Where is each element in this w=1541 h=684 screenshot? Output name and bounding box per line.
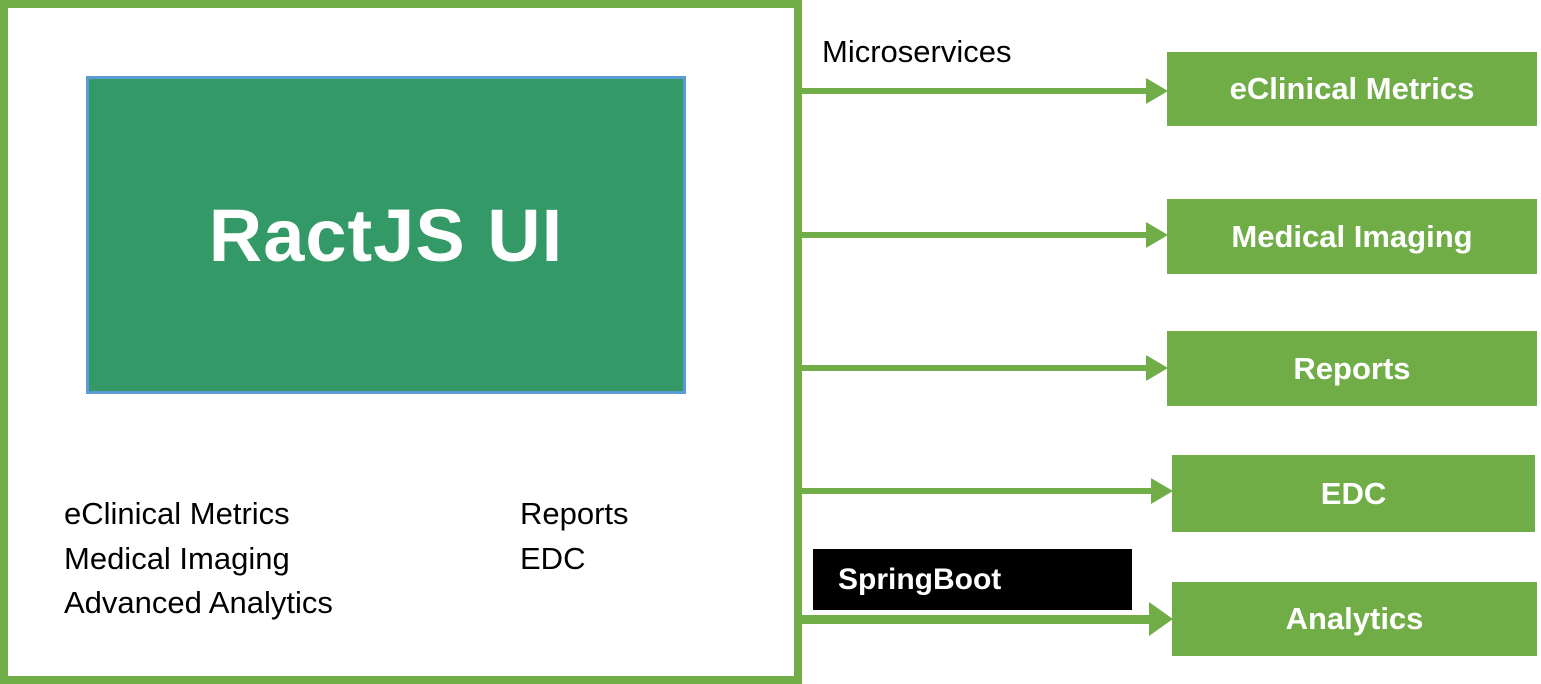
service-box-edc: EDC — [1172, 455, 1535, 532]
arrow-shaft — [796, 232, 1148, 238]
arrow-to-medical-imaging — [796, 222, 1168, 248]
module-list-column-1: eClinical Metrics Medical Imaging Advanc… — [64, 492, 333, 626]
service-label: Analytics — [1285, 601, 1424, 636]
service-box-medical-imaging: Medical Imaging — [1167, 199, 1537, 274]
ractjs-ui-box: RactJS UI — [86, 76, 686, 394]
service-label: eClinical Metrics — [1229, 71, 1475, 106]
frontend-container: RactJS UI eClinical Metrics Medical Imag… — [0, 0, 802, 684]
arrow-shaft — [796, 615, 1151, 624]
service-label: EDC — [1320, 475, 1387, 511]
module-item-eclinical-metrics: eClinical Metrics — [64, 496, 290, 531]
arrow-head-icon — [1149, 602, 1173, 636]
arrow-head-icon — [1151, 478, 1173, 504]
arrow-to-analytics — [796, 602, 1173, 636]
ractjs-ui-title: RactJS UI — [208, 193, 564, 277]
arrow-head-icon — [1146, 355, 1168, 381]
arrow-to-reports — [796, 355, 1168, 381]
arrow-shaft — [796, 365, 1148, 371]
module-item-medical-imaging: Medical Imaging — [64, 540, 290, 576]
service-box-analytics: Analytics — [1172, 582, 1537, 656]
arrow-shaft — [796, 488, 1153, 494]
arrow-head-icon — [1146, 222, 1168, 248]
service-label: Medical Imaging — [1231, 218, 1473, 254]
microservices-label: Microservices — [822, 34, 1012, 69]
arrow-to-eclinical-metrics — [796, 78, 1168, 104]
service-box-eclinical-metrics: eClinical Metrics — [1167, 52, 1537, 126]
module-list-column-2: Reports EDC — [520, 492, 629, 581]
module-item-advanced-analytics: Advanced Analytics — [64, 585, 333, 620]
arrow-shaft — [796, 88, 1148, 94]
module-item-edc: EDC — [520, 540, 586, 576]
arrow-to-edc — [796, 478, 1173, 504]
springboot-label: SpringBoot — [838, 562, 1002, 596]
service-box-reports: Reports — [1167, 331, 1537, 406]
module-item-reports: Reports — [520, 496, 629, 531]
springboot-box: SpringBoot — [813, 549, 1132, 610]
arrow-head-icon — [1146, 78, 1168, 104]
service-label: Reports — [1293, 350, 1411, 386]
